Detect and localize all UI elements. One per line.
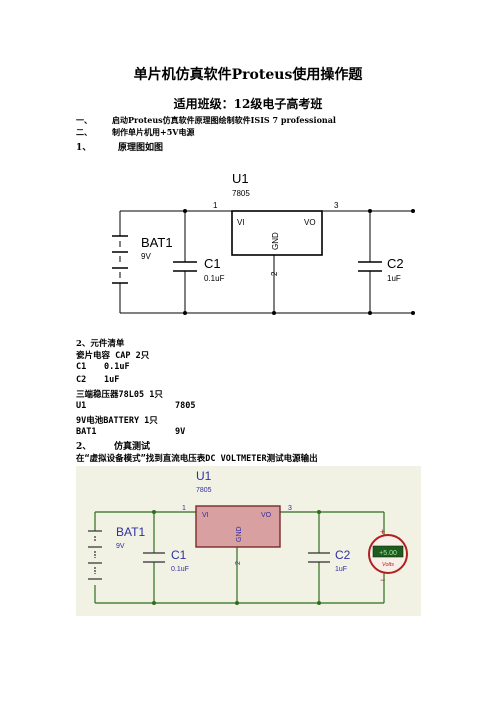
sim-bat1-label: BAT1 (116, 525, 145, 539)
sim-pin-2-label: 2 (235, 561, 242, 565)
sim-c1-label: C1 (171, 548, 187, 562)
voltmeter-reading: +5.00 (379, 550, 397, 557)
sim-pin-3-label: 3 (288, 505, 292, 512)
sim-u1-label: U1 (196, 469, 212, 483)
bom-c1-value: 0.1uF (104, 362, 130, 372)
bom-line-4: 三端稳压器78L05 1只 (76, 390, 163, 400)
bat1-label: BAT1 (141, 235, 173, 250)
sim-instruction: 在“虚拟设备模式”找到直流电压表DC VOLTMETER测试电源输出 (76, 454, 318, 464)
gnd-label: GND (271, 232, 280, 250)
page-title: 单片机仿真软件Proteus使用操作题 (133, 67, 363, 83)
sim-bat1-value: 9V (116, 543, 125, 550)
bom-c2-value: 1uF (104, 375, 120, 385)
sim-c2-value: 1uF (335, 566, 347, 573)
step-2-text: 制作单片机用+5V电源 (112, 127, 195, 137)
sim-u1-value: 7805 (196, 487, 212, 494)
sim-c1-value: 0.1uF (171, 566, 189, 573)
page-subtitle: 适用班级：12级电子高考班 (173, 97, 323, 111)
pin-2-label: 2 (270, 271, 279, 276)
voltmeter-minus-terminal: − (380, 575, 385, 585)
c2-label: C2 (387, 256, 404, 271)
bat1-value: 9V (141, 252, 151, 261)
bom-line-6: 9V电池BATTERY 1只 (76, 416, 158, 426)
step-2-number: 二、 (76, 127, 92, 137)
bom-u1-value: 7805 (175, 401, 196, 411)
bom-bat1-ref: BAT1 (76, 427, 97, 437)
voltmeter-unit: Volts (382, 562, 394, 568)
sim-vo-label: VO (261, 512, 272, 519)
sim-pin-1-label: 1 (182, 505, 186, 512)
sim-gnd-label: GND (236, 526, 243, 542)
step-3-text: 原理图如图 (118, 143, 164, 153)
bom-c2-ref: C2 (76, 375, 87, 385)
voltmeter-plus-terminal: + (380, 527, 385, 537)
vi-label: VI (237, 218, 245, 227)
pin-3-label: 3 (334, 201, 339, 210)
c1-value: 0.1uF (204, 274, 225, 283)
pin-1-label: 1 (213, 201, 218, 210)
step-1-number: 一、 (76, 115, 92, 125)
voltmeter-display (372, 545, 404, 558)
step-1-text: 启动Proteus仿真软件原理图绘制软件ISIS 7 professional (112, 115, 336, 125)
u1-label: U1 (232, 171, 249, 186)
step-3-number: 1、 (76, 143, 92, 153)
sim-c2-label: C2 (335, 548, 351, 562)
bom-heading: 2、元件清单 (76, 339, 125, 349)
bom-c1-ref: C1 (76, 362, 87, 372)
u1-value: 7805 (232, 189, 250, 198)
vo-label: VO (304, 218, 316, 227)
bom-u1-ref: U1 (76, 401, 87, 411)
bom-line-1: 瓷片电容 CAP 2只 (76, 351, 150, 361)
c1-label: C1 (204, 256, 221, 271)
sim-heading-text: 仿真测试 (114, 442, 151, 452)
bom-bat1-value: 9V (175, 427, 186, 437)
c2-value: 1uF (387, 274, 401, 283)
sim-vi-label: VI (202, 512, 209, 519)
sim-heading-number: 2、 (76, 442, 92, 452)
